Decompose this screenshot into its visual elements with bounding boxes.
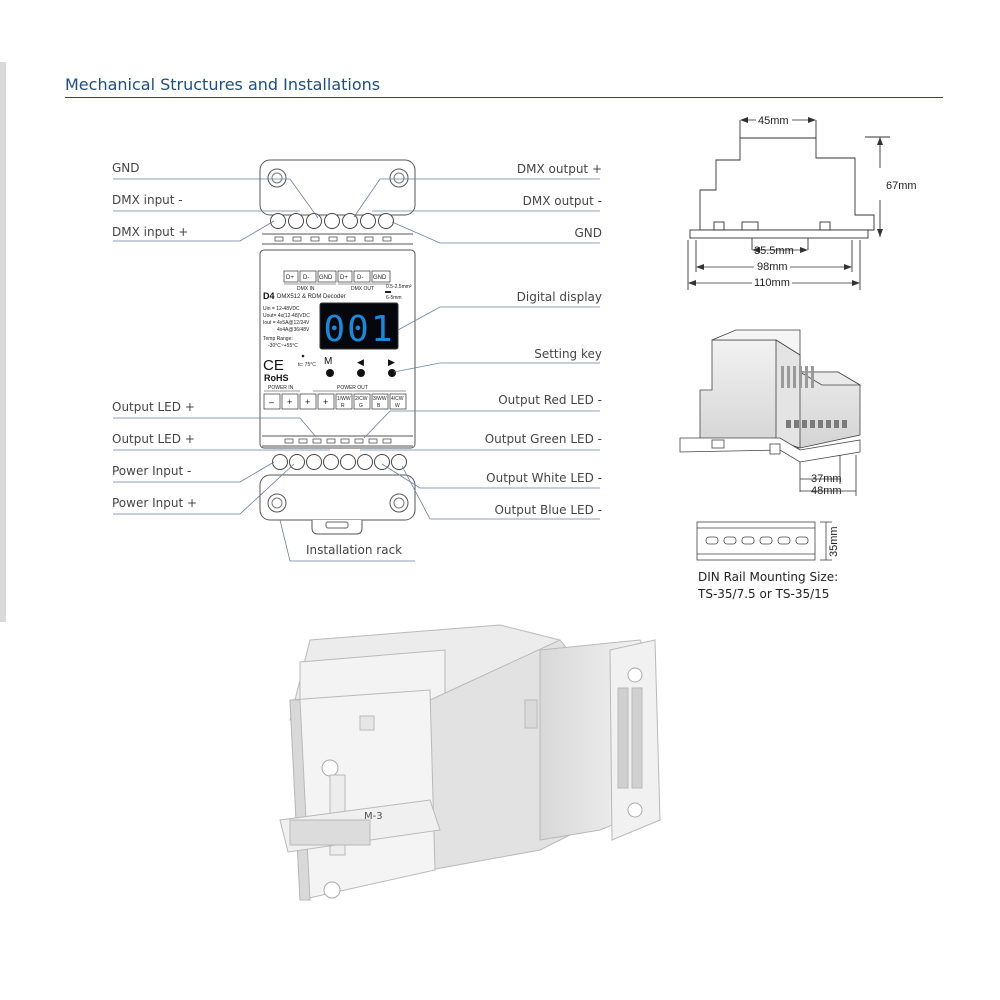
tc-dot — [301, 354, 305, 358]
dim-side-1: 37mm — [811, 473, 842, 485]
svg-text:-30°C~+55°C: -30°C~+55°C — [268, 343, 298, 349]
svg-text:+: + — [323, 397, 328, 407]
label-output-red: Output Red LED - — [498, 393, 602, 407]
device-photo — [279, 624, 661, 901]
svg-text:4x4A@36/48V: 4x4A@36/48V — [277, 327, 310, 333]
label-dmx-input-minus: DMX input - — [112, 193, 183, 207]
wire-spec-2: 6-5mm — [386, 295, 402, 301]
ce-mark: CE — [263, 357, 284, 374]
leader-lines — [113, 178, 600, 562]
key-right-label: ▶ — [388, 358, 395, 368]
label-dmx-input-plus: DMX input + — [112, 225, 188, 239]
page-title: Mechanical Structures and Installations — [65, 75, 381, 94]
power-in-terminals: – + + + — [263, 393, 335, 410]
svg-text:Temp Range:: Temp Range: — [263, 336, 293, 342]
key-m-label: M — [324, 356, 332, 367]
svg-text:–: – — [269, 397, 274, 407]
label-installation-rack: Installation rack — [306, 543, 402, 557]
top-terminal-row — [262, 213, 413, 245]
dim-height: 67mm — [886, 180, 917, 192]
svg-text:Uout= 4x(12-48)VDC: Uout= 4x(12-48)VDC — [263, 313, 310, 319]
svg-text:4/CW: 4/CW — [391, 396, 404, 402]
model-desc: DMX512 & RDM Decoder — [277, 294, 346, 300]
dmx-out-term-1: D+ — [340, 275, 348, 281]
display-readout: 001 — [323, 309, 394, 350]
isometric-device-view — [679, 329, 862, 463]
svg-text:W: W — [395, 403, 400, 409]
label-power-input-minus: Power Input - — [112, 464, 191, 478]
svg-text:+: + — [287, 397, 292, 407]
top-mount-tab — [259, 159, 416, 216]
dmx-out-label: DMX OUT — [351, 286, 374, 292]
power-out-terminals: 1/WW R 2/CW G 3/WW B 4/CW W — [335, 393, 407, 410]
label-dmx-output-plus: DMX output + — [517, 162, 602, 176]
device-specs: Uin = 12-48VDC Uout= 4x(12-48)VDC Iout =… — [263, 306, 310, 349]
dmx-in-term-3: GND — [319, 275, 333, 281]
wire-spec-1: 0.5-2.5mm² — [386, 284, 412, 290]
dmx-in-term-1: D+ — [286, 275, 294, 281]
photo-mark: M-3 — [364, 811, 383, 822]
power-out-label: POWER OUT — [337, 385, 368, 391]
dimension-arrows — [688, 117, 883, 286]
model-name: D4 — [263, 291, 275, 301]
key-left-label: ◀ — [357, 358, 364, 368]
key-m-button[interactable] — [326, 369, 334, 377]
dim-rail-gap: 35.5mm — [754, 245, 794, 257]
label-power-input-plus: Power Input + — [112, 496, 197, 510]
dim-side-2: 48mm — [811, 485, 842, 497]
label-output-led-plus-2: Output LED + — [112, 432, 195, 446]
svg-text:2/CW: 2/CW — [355, 396, 368, 402]
device-front-view: D+ D- GND D+ D- GND DMX IN DMX OUT 0.5-2… — [259, 159, 416, 535]
bottom-terminal-row — [262, 435, 413, 470]
svg-text:+: + — [305, 397, 310, 407]
title-rule — [65, 97, 943, 98]
digital-display — [319, 302, 399, 350]
label-output-led-plus-1: Output LED + — [112, 400, 195, 414]
svg-text:Uin = 12-48VDC: Uin = 12-48VDC — [263, 306, 300, 312]
dim-mid-width: 98mm — [757, 261, 788, 273]
label-output-green: Output Green LED - — [485, 432, 602, 446]
dim-total-width: 110mm — [754, 277, 790, 289]
dmx-terminal-labels: D+ D- GND D+ D- GND DMX IN DMX OUT 0.5-2… — [283, 270, 412, 301]
svg-text:B: B — [377, 403, 381, 409]
din-rail — [696, 521, 832, 561]
svg-text:1/WW: 1/WW — [337, 396, 351, 402]
key-left-button[interactable] — [357, 369, 365, 377]
svg-text:3/WW: 3/WW — [373, 396, 387, 402]
din-caption-line-1: DIN Rail Mounting Size: — [698, 570, 838, 584]
svg-text:R: R — [341, 403, 345, 409]
dim-rail-height: 35mm — [828, 526, 840, 557]
label-output-white: Output White LED - — [486, 471, 602, 485]
label-gnd-left: GND — [112, 161, 140, 175]
din-caption-line-2: TS-35/7.5 or TS-35/15 — [697, 587, 829, 601]
svg-text:G: G — [359, 403, 363, 409]
dimension-drawing — [687, 120, 890, 290]
label-dmx-output-minus: DMX output - — [523, 194, 602, 208]
label-setting-key: Setting key — [534, 347, 602, 361]
svg-text:Iout = 4x5A@12/24V: Iout = 4x5A@12/24V — [263, 320, 310, 326]
label-output-blue: Output Blue LED - — [494, 503, 602, 517]
rohs-mark: RoHS — [264, 373, 289, 383]
dmx-in-term-2: D- — [303, 275, 309, 281]
dmx-out-term-2: D- — [357, 275, 363, 281]
dmx-in-label: DMX IN — [297, 286, 315, 292]
power-in-label: POWER IN — [268, 385, 294, 391]
page-edge-bar — [0, 62, 6, 622]
setting-keys: M ◀ ▶ — [324, 356, 396, 377]
dmx-out-term-3: GND — [373, 275, 387, 281]
wire-strip-icon — [385, 291, 391, 293]
tc-rating: tc: 75°C — [298, 362, 316, 368]
dim-top-width: 45mm — [758, 115, 789, 127]
key-right-button[interactable] — [388, 369, 396, 377]
label-gnd-right: GND — [574, 226, 602, 240]
label-digital-display: Digital display — [517, 290, 602, 304]
